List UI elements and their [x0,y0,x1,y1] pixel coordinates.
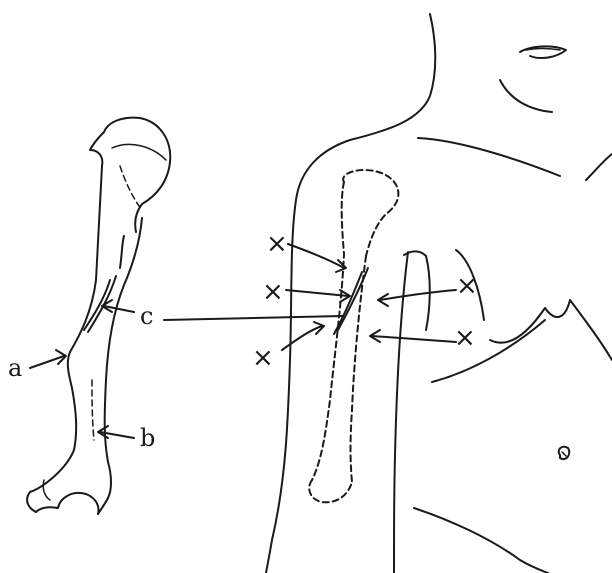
x-marker: × [456,271,478,301]
x-marker: × [454,323,476,353]
arrow-a [30,350,66,368]
label-a: a [8,354,22,382]
arrow-b [98,426,134,438]
label-b: b [140,424,155,452]
label-c: c [140,302,153,330]
x-marker: × [266,229,288,259]
connector-line [164,316,342,320]
x-marker: × [252,343,274,373]
x-marker: × [262,277,284,307]
